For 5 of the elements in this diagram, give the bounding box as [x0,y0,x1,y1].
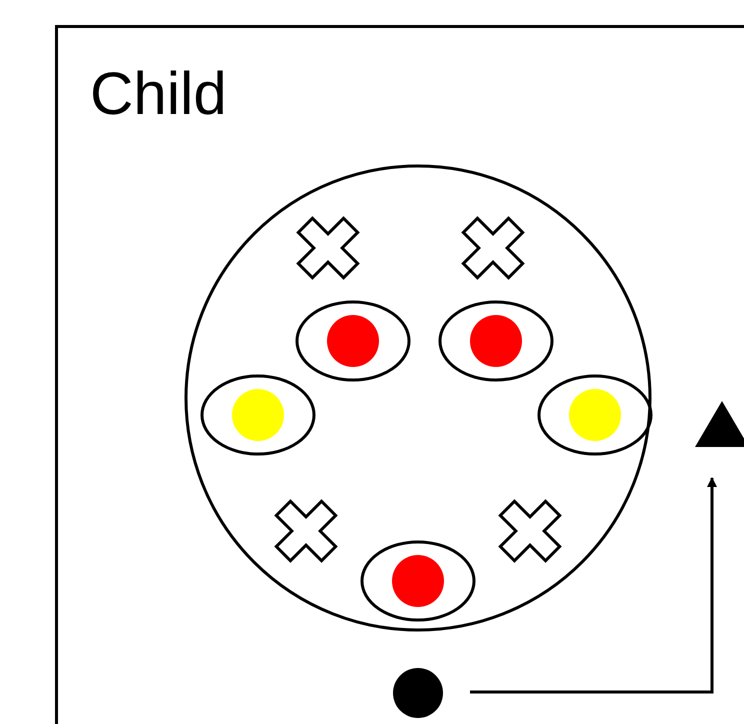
frame-box [55,25,744,724]
dot-marker [393,668,443,718]
box-title: Child [90,64,227,124]
triangle-marker [695,401,744,447]
arrow [470,477,717,694]
